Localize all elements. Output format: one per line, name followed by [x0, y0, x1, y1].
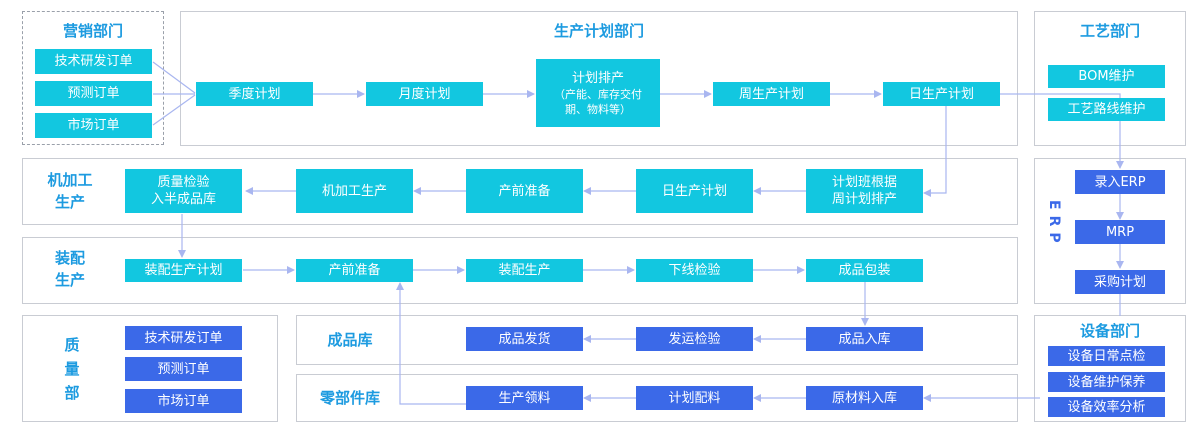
machining-qc-line1: 质量检验 — [157, 175, 210, 190]
process-title: 工艺部门 — [1079, 22, 1140, 40]
arrow-picking-to-asm-prep — [396, 282, 466, 405]
schedule-line1: 计划排产 — [571, 70, 624, 86]
quality-title: 质 量 部 — [50, 333, 94, 405]
assembly-production: 装配生产 — [466, 259, 583, 282]
shipping-inspection: 发运检验 — [636, 327, 753, 351]
machining-qc: 质量检验 入半成品库 — [125, 169, 242, 213]
equipment-maintenance: 设备维护保养 — [1048, 372, 1165, 392]
quality-title-line3: 部 — [64, 384, 80, 402]
quality-title-line2: 量 — [64, 360, 80, 378]
arrow-day-to-team-plan — [923, 106, 947, 197]
planning-title: 生产计划部门 — [553, 22, 644, 40]
schedule-plan: 计划排产 （产能、库存交付 期、物料等） — [536, 59, 660, 127]
quality-forecast-order: 预测订单 — [125, 357, 242, 381]
arrow-market-to-quarter — [152, 94, 196, 126]
erp-label: ERP — [1046, 200, 1062, 249]
parts-store-title: 零部件库 — [319, 389, 380, 407]
machining-title: 机加工 生产 — [34, 169, 106, 213]
erp-entry: 录入ERP — [1075, 170, 1165, 194]
marketing-forecast-order: 预测订单 — [35, 81, 152, 106]
purchase-plan: 采购计划 — [1075, 270, 1165, 294]
quality-rd-order: 技术研发订单 — [125, 326, 242, 350]
raw-material-in: 原材料入库 — [806, 386, 923, 410]
assembly-plan: 装配生产计划 — [125, 259, 242, 282]
assembly-prep: 产前准备 — [296, 259, 413, 282]
machining-prep: 产前准备 — [466, 169, 583, 213]
finished-shipping: 成品发货 — [466, 327, 583, 351]
team-plan-line2: 周计划排产 — [831, 192, 897, 207]
arrow-rd-order-to-quarter — [152, 61, 196, 94]
marketing-title: 营销部门 — [62, 22, 123, 40]
machining-qc-line2: 入半成品库 — [150, 192, 216, 207]
finished-store-title: 成品库 — [327, 331, 373, 349]
machining-title-line2: 生产 — [54, 193, 85, 211]
arrow-day-to-erp — [999, 93, 1124, 169]
marketing-rd-order: 技术研发订单 — [35, 49, 152, 74]
equipment-efficiency: 设备效率分析 — [1048, 397, 1165, 417]
assembly-title: 装配 生产 — [34, 247, 106, 291]
quality-market-order: 市场订单 — [125, 389, 242, 413]
quality-title-line1: 质 — [64, 336, 80, 354]
finished-store-in: 成品入库 — [806, 327, 923, 351]
marketing-market-order: 市场订单 — [35, 113, 152, 138]
month-plan: 月度计划 — [366, 82, 483, 106]
schedule-line3: 期、物料等） — [565, 102, 631, 116]
assembly-title-line2: 生产 — [54, 271, 85, 289]
machining-day-plan: 日生产计划 — [636, 169, 753, 213]
machining-production: 机加工生产 — [296, 169, 413, 213]
planned-batching: 计划配料 — [636, 386, 753, 410]
day-plan: 日生产计划 — [883, 82, 1000, 106]
route-maintenance: 工艺路线维护 — [1048, 98, 1165, 121]
bom-maintenance: BOM维护 — [1048, 65, 1165, 88]
equipment-title: 设备部门 — [1079, 322, 1140, 340]
week-plan: 周生产计划 — [713, 82, 830, 106]
production-picking: 生产领料 — [466, 386, 583, 410]
equipment-daily-check: 设备日常点检 — [1048, 346, 1165, 366]
offline-inspection: 下线检验 — [636, 259, 753, 282]
assembly-title-line1: 装配 — [54, 249, 85, 267]
machining-title-line1: 机加工 — [47, 171, 93, 189]
schedule-line2: （产能、库存交付 — [554, 87, 642, 101]
team-plan: 计划班根据 周计划排产 — [806, 169, 923, 213]
quarter-plan: 季度计划 — [196, 82, 313, 106]
mrp: MRP — [1075, 220, 1165, 244]
finished-packaging: 成品包装 — [806, 259, 923, 282]
team-plan-line1: 计划班根据 — [831, 175, 897, 190]
